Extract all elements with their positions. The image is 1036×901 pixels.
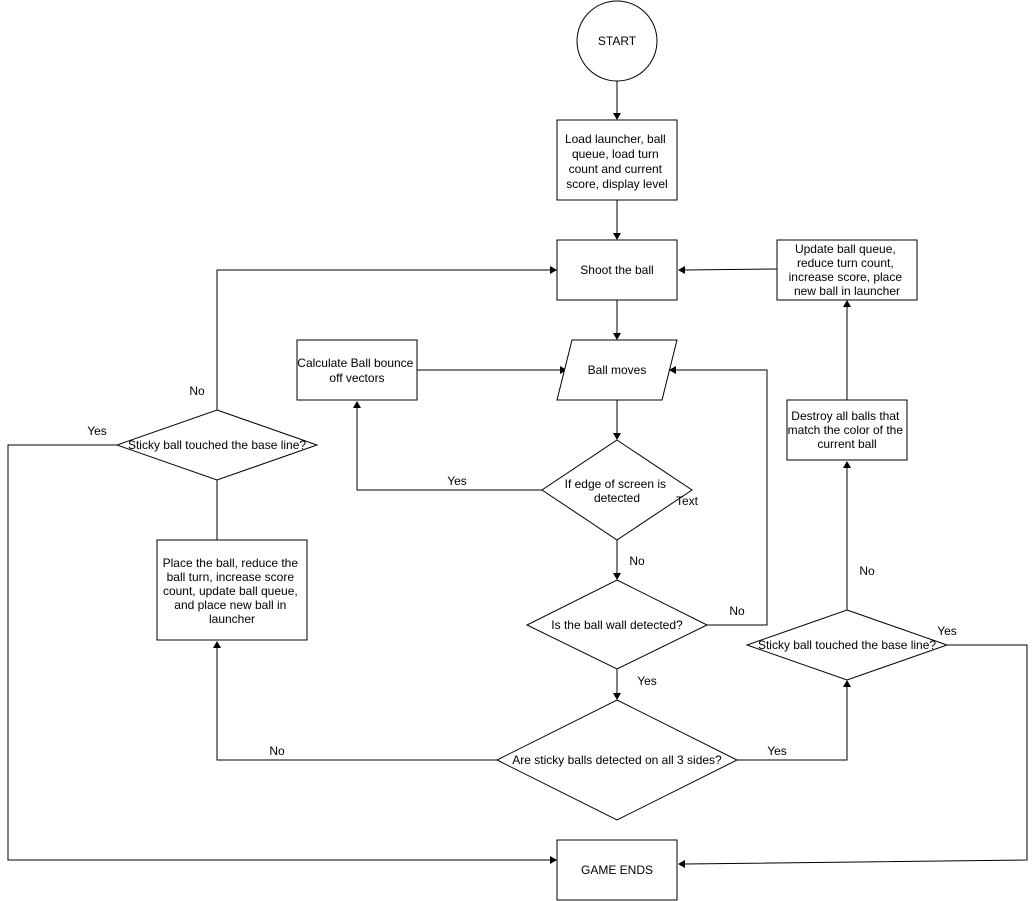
arrowhead-load-shoot bbox=[613, 233, 621, 240]
edge-stickyright-end bbox=[684, 644, 1028, 865]
update-label-line: increase score, place bbox=[789, 270, 903, 284]
arrowhead-wall-moves bbox=[669, 366, 676, 374]
arrowhead-moves-edge bbox=[613, 433, 621, 440]
end-label: GAME ENDS bbox=[581, 863, 653, 877]
label-yes-right: Yes bbox=[937, 624, 957, 638]
calc-node: Calculate Ball bounce off vectors bbox=[296, 339, 418, 401]
label-yes-left: Yes bbox=[87, 424, 107, 438]
load-label-line: Load launcher, ball bbox=[565, 132, 666, 146]
place-label-line: and place new ball in bbox=[174, 598, 286, 612]
sticky-left-label: Sticky ball touched the base line? bbox=[128, 438, 306, 452]
calc-label-line: Calculate Ball bounce bbox=[297, 356, 413, 370]
place-label-line: Place the ball, reduce the bbox=[163, 556, 299, 570]
moves-label: Ball moves bbox=[588, 363, 647, 377]
destroy-node: Destroy all balls that match the color o… bbox=[786, 399, 908, 461]
edge-sides-place bbox=[216, 648, 498, 761]
arrowhead-destroy-update bbox=[843, 300, 851, 307]
edge-label: If edge of screen is detected bbox=[565, 477, 670, 505]
edge-wall-moves bbox=[676, 369, 768, 626]
label-yes-wall: Yes bbox=[637, 674, 657, 688]
place-label-line: launcher bbox=[209, 612, 255, 626]
load-label-line: score, display level bbox=[566, 177, 667, 191]
arrowhead-shoot-moves bbox=[613, 333, 621, 340]
arrowhead-wall-sides bbox=[613, 693, 621, 700]
update-label-line: new ball in launcher bbox=[794, 284, 900, 298]
arrowhead-stickyleft-shoot bbox=[550, 266, 557, 274]
destroy-label-line: match the color of the bbox=[788, 423, 904, 437]
destroy-label-line: current ball bbox=[817, 437, 876, 451]
edge-labels: No Yes Yes Text No No Yes No Yes No Yes bbox=[87, 384, 957, 758]
arrowhead-stickyleft-end bbox=[550, 856, 557, 864]
load-label-line: queue, load turn bbox=[572, 147, 659, 161]
load-label-line: count and current bbox=[569, 162, 663, 176]
edge-update-shoot bbox=[684, 268, 778, 271]
moves-node: Ball moves bbox=[556, 339, 678, 401]
label-yes-sides: Yes bbox=[767, 744, 787, 758]
calc-label-line: off vectors bbox=[329, 371, 384, 385]
arrowhead-update-shoot bbox=[678, 266, 685, 274]
wall-label: Is the ball wall detected? bbox=[551, 618, 683, 632]
end-node: GAME ENDS bbox=[556, 839, 678, 901]
sticky-right-label: Sticky ball touched the base line? bbox=[758, 638, 936, 652]
wall-node: Is the ball wall detected? bbox=[525, 579, 709, 670]
load-node: Load launcher, ball queue, load turn cou… bbox=[556, 119, 678, 201]
shoot-label: Shoot the ball bbox=[580, 263, 653, 277]
sticky-right-node: Sticky ball touched the base line? bbox=[745, 609, 949, 681]
label-no-left: No bbox=[189, 384, 205, 398]
label-stray-text: Text bbox=[676, 494, 699, 508]
label-no-wall: No bbox=[729, 604, 745, 618]
arrowhead-edge-wall bbox=[613, 573, 621, 580]
arrowhead-stickyright-end bbox=[678, 860, 685, 868]
load-label: Load launcher, ball queue, load turn cou… bbox=[565, 132, 669, 191]
start-node: START bbox=[576, 0, 658, 82]
place-node: Place the ball, reduce the ball turn, in… bbox=[156, 539, 308, 641]
update-label-line: reduce turn count, bbox=[797, 256, 894, 270]
place-label: Place the ball, reduce the ball turn, in… bbox=[163, 556, 302, 626]
sticky-left-node: Sticky ball touched the base line? bbox=[115, 409, 319, 481]
arrowhead-start-load bbox=[613, 113, 621, 120]
arrowhead-sides-place bbox=[213, 641, 221, 648]
arrowhead-edge-calc bbox=[353, 401, 361, 408]
sides-label: Are sticky balls detected on all 3 sides… bbox=[512, 753, 722, 767]
label-no-edge: No bbox=[629, 554, 645, 568]
shoot-node: Shoot the ball bbox=[556, 239, 678, 301]
edge-label-line: detected bbox=[594, 491, 640, 505]
edge-edge-calc bbox=[356, 408, 542, 491]
label-yes-edge: Yes bbox=[447, 474, 467, 488]
label-no-sides: No bbox=[269, 744, 285, 758]
edge-node: If edge of screen is detected bbox=[541, 439, 693, 541]
edge-label-line: If edge of screen is bbox=[565, 477, 666, 491]
update-label: Update ball queue, reduce turn count, in… bbox=[789, 242, 906, 298]
label-no-destroy: No bbox=[859, 564, 875, 578]
edge-stickyleft-shoot bbox=[216, 269, 550, 410]
edges bbox=[7, 81, 1028, 868]
start-label: START bbox=[598, 34, 637, 48]
arrowhead-stickyright-destroy bbox=[843, 461, 851, 468]
destroy-label: Destroy all balls that match the color o… bbox=[788, 409, 907, 451]
destroy-label-line: Destroy all balls that bbox=[791, 409, 900, 423]
place-label-line: ball turn, increase score bbox=[167, 570, 295, 584]
calc-label: Calculate Ball bounce off vectors bbox=[297, 356, 416, 385]
place-label-line: count, update ball queue, bbox=[163, 584, 298, 598]
edge-stickyleft-end bbox=[7, 444, 550, 861]
update-label-line: Update ball queue, bbox=[795, 242, 896, 256]
edge-sides-stickyright bbox=[737, 687, 848, 761]
arrowhead-calc-moves bbox=[560, 366, 567, 374]
update-node: Update ball queue, reduce turn count, in… bbox=[776, 239, 918, 301]
arrowhead-sides-stickyright bbox=[843, 680, 851, 687]
sides-node: Are sticky balls detected on all 3 sides… bbox=[495, 699, 739, 821]
